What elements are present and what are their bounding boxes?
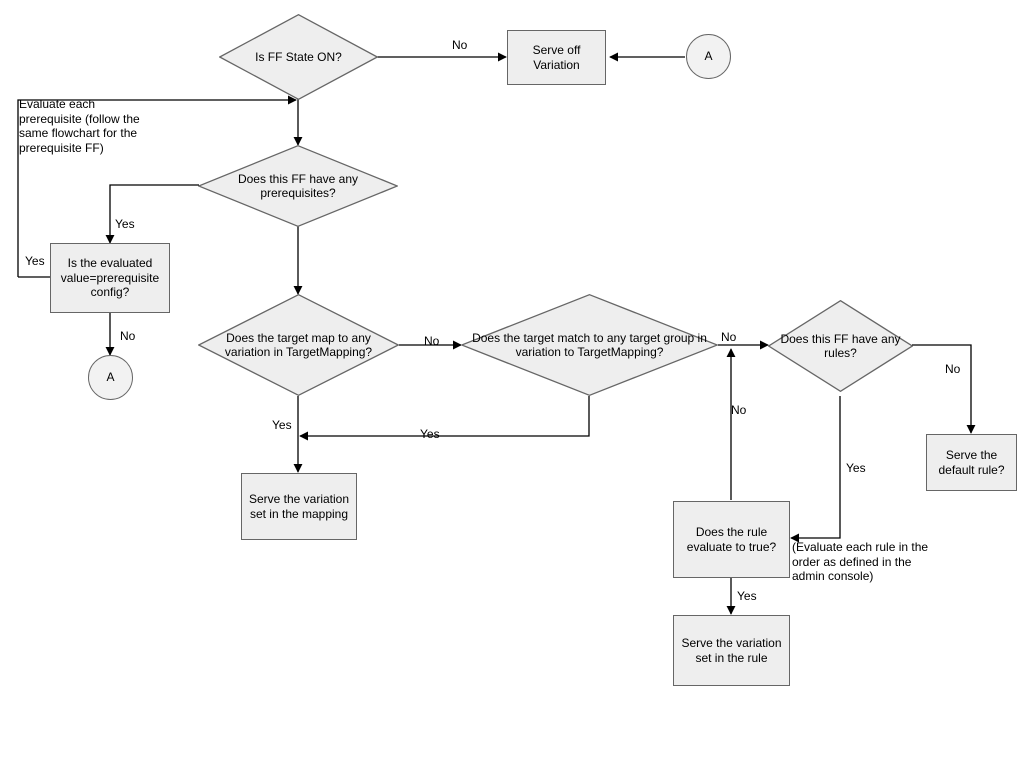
edge-prereq-loop-return (17, 95, 297, 277)
diamond-shape (219, 14, 378, 100)
node-target-match-group[interactable]: Does the target match to any target grou… (461, 294, 718, 396)
node-label: Does the target map to any variation in … (224, 330, 373, 360)
edge-rules-yes (790, 396, 841, 543)
edge-label-prereq-yes: Yes (115, 217, 135, 231)
node-label: Does this FF have any rules? (780, 331, 901, 361)
node-label: Does the target match to any target grou… (472, 330, 707, 360)
diamond-shape (198, 294, 399, 396)
edge-label-target-map-no: No (424, 334, 440, 348)
node-evaluated-value-check[interactable]: Is the evaluated value=prerequisite conf… (50, 243, 170, 313)
edge-rules-no (912, 344, 976, 434)
node-label: Serve the default rule? (938, 448, 1005, 477)
diamond-shape (461, 294, 718, 396)
node-label: Is FF State ON? (255, 49, 342, 64)
node-target-map-variation[interactable]: Does the target map to any variation in … (198, 294, 399, 396)
edge-label-rule-loop-no: No (731, 403, 747, 417)
edge-label-prereq-loop-yes: Yes (25, 254, 45, 268)
edge-label-target-match-no: No (721, 330, 737, 344)
node-rule-evaluate-true[interactable]: Does the rule evaluate to true? (673, 501, 790, 578)
node-connector-a-top[interactable]: A (686, 34, 731, 79)
node-label: Serve off Variation (532, 43, 581, 72)
edge-targetmatch-yes (299, 396, 590, 441)
node-label: A (106, 370, 115, 385)
node-has-rules[interactable]: Does this FF have any rules? (768, 300, 913, 392)
node-serve-default-rule[interactable]: Serve the default rule? (926, 434, 1017, 491)
edge-label-rules-yes: Yes (846, 461, 866, 475)
diamond-shape (768, 300, 913, 392)
edge-label-evaluated-no: No (120, 329, 136, 343)
node-label: Does the rule evaluate to true? (686, 525, 777, 554)
node-is-ff-state-on[interactable]: Is FF State ON? (219, 14, 378, 100)
node-serve-variation-mapping[interactable]: Serve the variation set in the mapping (241, 473, 357, 540)
node-connector-a-bottom[interactable]: A (88, 355, 133, 400)
edge-label-rule-eval-yes: Yes (737, 589, 757, 603)
annotation-prerequisite-note: Evaluate each prerequisite (follow the s… (19, 97, 140, 155)
node-has-prerequisites[interactable]: Does this FF have any prerequisites? (198, 145, 398, 227)
diamond-shape (198, 145, 398, 227)
node-label: Does this FF have any prerequisites? (237, 171, 359, 201)
edge-prereq-yes (105, 184, 199, 244)
node-label: Is the evaluated value=prerequisite conf… (60, 256, 160, 300)
node-serve-variation-rule[interactable]: Serve the variation set in the rule (673, 615, 790, 686)
edge-label-rules-no: No (945, 362, 961, 376)
edge-label-ff-state-no: No (452, 38, 468, 52)
node-label: Serve the variation set in the rule (681, 636, 782, 665)
node-serve-off-variation[interactable]: Serve off Variation (507, 30, 606, 85)
edge-label-target-match-yes: Yes (420, 427, 440, 441)
node-label: A (704, 49, 713, 64)
annotation-rule-order-note: (Evaluate each rule in the order as defi… (792, 540, 929, 583)
node-label: Serve the variation set in the mapping (248, 492, 350, 521)
edge-label-target-map-yes: Yes (272, 418, 292, 432)
